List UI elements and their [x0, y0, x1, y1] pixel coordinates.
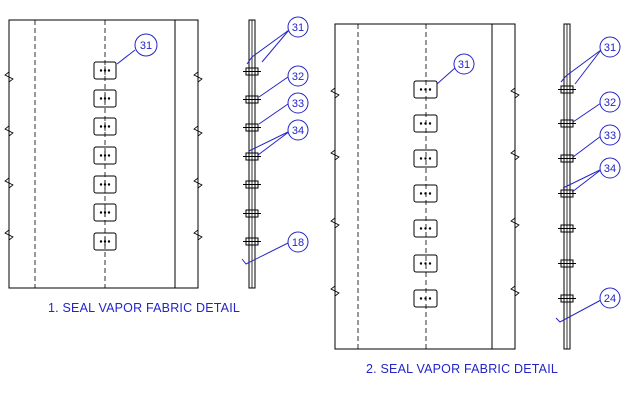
callout-label: 31 [458, 59, 470, 71]
detail-2-right-break-marks [510, 87, 520, 297]
detail-1-panel-outline [8, 19, 199, 289]
detail-1-callout-33: 33 [287, 92, 309, 114]
detail-1-plan-callout: 31 [116, 33, 158, 65]
fastener-plate [413, 289, 438, 308]
fastener-plate [413, 114, 438, 133]
section-fastener [558, 154, 576, 163]
detail-2-leaders [555, 49, 603, 323]
detail-1-caption: 1. SEAL VAPOR FABRIC DETAIL [48, 301, 241, 315]
fastener-plate [93, 146, 117, 165]
detail-1-section-fasteners [243, 67, 261, 246]
fastener-plate [93, 117, 117, 136]
section-fastener [243, 123, 261, 132]
fastener-plate [413, 219, 438, 238]
detail-1-left-break-marks [4, 71, 14, 241]
callout-label: 18 [292, 237, 304, 249]
fastener-plate [413, 149, 438, 168]
callout-label: 31 [604, 42, 616, 54]
fastener-plate [413, 80, 438, 99]
fastener-plate [413, 184, 438, 203]
detail-2-section-fasteners [558, 85, 576, 303]
section-fastener [243, 152, 261, 161]
callout-label: 34 [604, 163, 616, 175]
detail-1-plan: 31 [4, 19, 203, 289]
detail-1-section: 31 32 33 34 18 [241, 16, 309, 289]
detail-2-caption: 2. SEAL VAPOR FABRIC DETAIL [366, 362, 559, 376]
fastener-plate [413, 254, 438, 273]
detail-2-left-break-marks [330, 87, 340, 297]
fastener-plate [93, 203, 117, 222]
callout-label: 34 [292, 125, 304, 137]
detail-2-callout-24: 24 [599, 287, 621, 309]
callout-label: 24 [604, 293, 616, 305]
callout-label: 33 [292, 98, 304, 110]
fastener-plate [93, 232, 117, 251]
section-fastener [558, 224, 576, 233]
section-fastener [558, 119, 576, 128]
callout-label: 32 [292, 71, 304, 83]
detail-2-plan-callout: 31 [436, 53, 475, 85]
callout-label: 31 [140, 40, 152, 52]
fastener-plate [93, 61, 117, 80]
section-fastener [243, 180, 261, 189]
detail-2-callout-31: 31 [599, 36, 621, 58]
section-fastener [558, 294, 576, 303]
section-fastener [558, 85, 576, 94]
fastener-plate [93, 175, 117, 194]
detail-1-leaders [241, 29, 291, 265]
detail-1-right-break-marks [193, 71, 203, 241]
detail-2-callout-33: 33 [599, 124, 621, 146]
callout-label: 32 [604, 97, 616, 109]
detail-2-callout-32: 32 [599, 91, 621, 113]
detail-2-section: 31 32 33 34 24 [555, 23, 621, 350]
section-fastener [243, 95, 261, 104]
section-fastener [558, 259, 576, 268]
detail-1-callout-32: 32 [287, 65, 309, 87]
detail-2-plan: 31 [330, 23, 520, 350]
section-fastener [558, 189, 576, 198]
detail-2-panel-outline [334, 23, 516, 350]
callout-label: 33 [604, 130, 616, 142]
detail-2-fastener-plates [413, 80, 438, 308]
detail-1-callout-18: 18 [287, 231, 309, 253]
detail-1-fastener-plates [93, 61, 117, 251]
section-fastener [243, 237, 261, 246]
detail-2-callout-34: 34 [599, 157, 621, 179]
detail-1-callout-31: 31 [287, 16, 309, 38]
fastener-plate [93, 89, 117, 108]
detail-1-callout-34: 34 [287, 119, 309, 141]
callout-label: 31 [292, 22, 304, 34]
section-fastener [243, 209, 261, 218]
section-fastener [243, 67, 261, 76]
